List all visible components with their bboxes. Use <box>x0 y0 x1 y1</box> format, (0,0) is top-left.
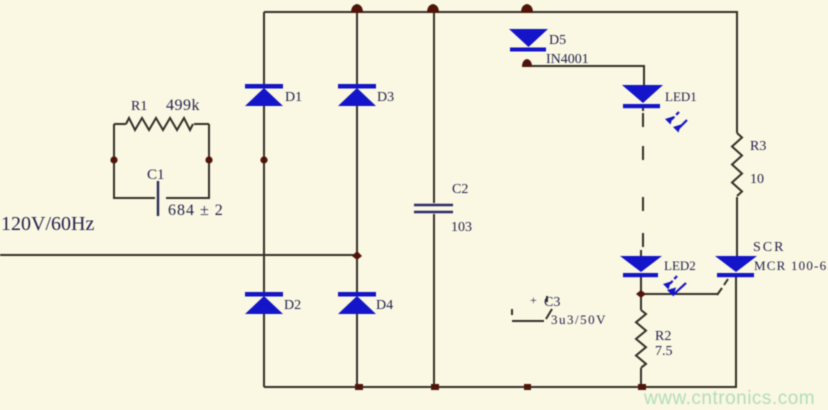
svg-text:D3: D3 <box>377 90 394 105</box>
svg-text:R2: R2 <box>655 329 671 344</box>
svg-text:SCR: SCR <box>753 240 785 255</box>
svg-text:D4: D4 <box>376 298 393 313</box>
svg-text:LED1: LED1 <box>665 89 697 104</box>
svg-text:10: 10 <box>750 172 764 187</box>
svg-text:+: + <box>530 293 537 307</box>
svg-text:IN4001: IN4001 <box>546 52 589 67</box>
svg-text:3u3/50V: 3u3/50V <box>551 312 607 327</box>
svg-text:120V/60Hz: 120V/60Hz <box>1 213 94 235</box>
svg-text:MCR 100-6: MCR 100-6 <box>754 258 827 273</box>
svg-text:R3: R3 <box>750 139 766 154</box>
svg-text:499k: 499k <box>166 97 200 114</box>
svg-text:R1: R1 <box>131 99 147 114</box>
svg-text:D5: D5 <box>549 33 566 48</box>
svg-text:LED2: LED2 <box>664 258 696 273</box>
svg-text:D2: D2 <box>284 298 301 313</box>
svg-text:C1: C1 <box>147 167 165 183</box>
svg-text:C2: C2 <box>452 182 468 197</box>
svg-text:www.cntronics.com: www.cntronics.com <box>643 388 815 409</box>
svg-text:C3: C3 <box>544 295 560 310</box>
svg-text:103: 103 <box>451 220 472 235</box>
svg-text:D1: D1 <box>285 90 302 105</box>
svg-text:7.5: 7.5 <box>655 344 673 359</box>
svg-text:684 ± 2: 684 ± 2 <box>168 202 224 219</box>
